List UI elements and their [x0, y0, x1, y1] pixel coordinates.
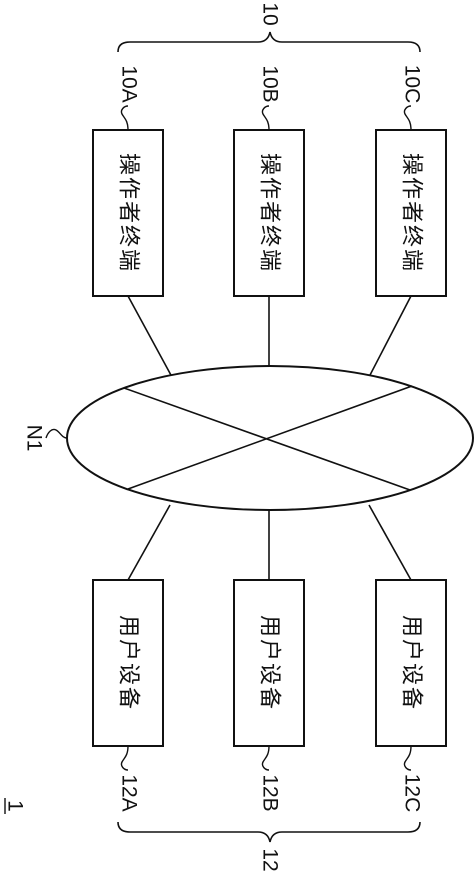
user-device-12B: 用户设备 12B — [233, 579, 305, 812]
user-device-id: 12A — [118, 774, 141, 811]
user-device-text: 用户设备 — [399, 615, 424, 711]
leader-squiggle — [261, 745, 270, 771]
connector-network-12C — [368, 504, 412, 581]
operator-terminal-id: 10B — [259, 65, 282, 102]
figure-number-text: 1 — [4, 800, 27, 812]
figure-number: 1 — [4, 798, 27, 814]
leader-squiggle — [120, 745, 129, 771]
leader-squiggle — [120, 105, 129, 131]
network-n1: N1 — [23, 365, 474, 511]
leader-squiggle — [403, 745, 412, 771]
user-device-box — [375, 579, 447, 747]
operator-terminal-10A: 操作者终端 10A — [92, 65, 164, 297]
operator-terminal-text: 操作者终端 — [116, 153, 141, 273]
connector-10C-network — [368, 295, 412, 378]
operator-terminal-10B: 操作者终端 10B — [233, 65, 305, 297]
user-device-12C: 用户设备 12C — [375, 579, 447, 813]
leader-squiggle — [45, 428, 68, 439]
user-group-label: 12 — [259, 848, 282, 871]
user-device-12A: 用户设备 12A — [92, 579, 164, 812]
connector-network-12A — [127, 504, 171, 581]
network-label: N1 — [23, 425, 46, 452]
user-device-text: 用户设备 — [116, 615, 141, 711]
connector-10A-network — [127, 295, 173, 378]
user-device-text: 用户设备 — [257, 615, 282, 711]
operator-group-brace — [117, 31, 421, 53]
user-device-box — [92, 579, 164, 747]
operator-terminal-id: 10C — [401, 65, 424, 104]
user-group-brace — [117, 821, 421, 843]
user-device-id: 12B — [259, 774, 282, 811]
operator-group-label: 10 — [259, 2, 282, 25]
operator-terminal-box — [233, 129, 305, 297]
leader-squiggle — [261, 105, 270, 131]
user-device-id: 12C — [401, 774, 424, 813]
network-cross-line — [127, 385, 413, 490]
operator-terminal-text: 操作者终端 — [399, 153, 424, 273]
operator-terminal-box — [92, 129, 164, 297]
user-device-box — [233, 579, 305, 747]
operator-terminal-10C: 操作者终端 10C — [375, 65, 447, 297]
operator-terminal-text: 操作者终端 — [257, 153, 282, 273]
operator-terminal-id: 10A — [118, 65, 141, 102]
leader-squiggle — [403, 105, 412, 131]
